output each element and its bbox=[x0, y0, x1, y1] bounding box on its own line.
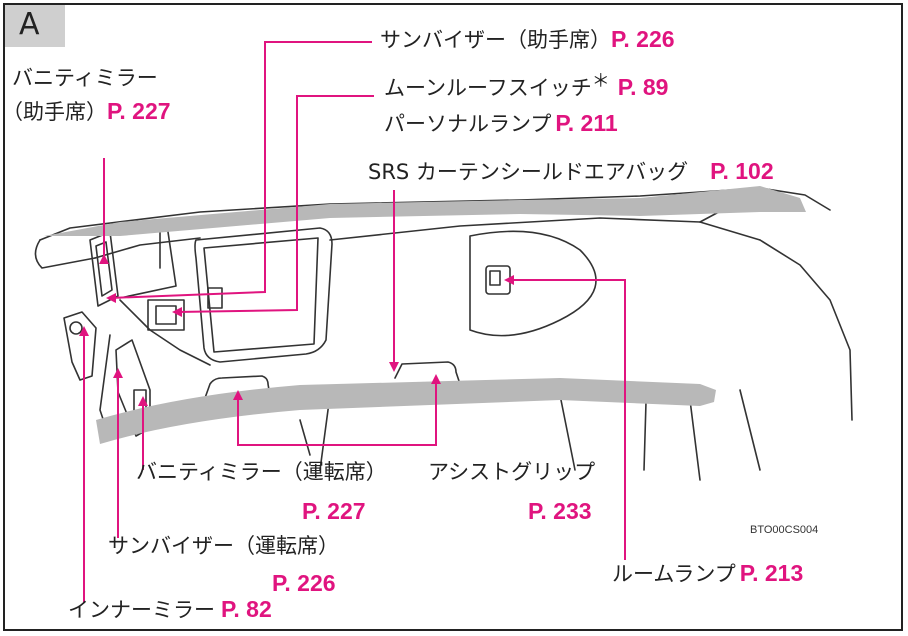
moonroof-asterisk: ＊ bbox=[591, 71, 610, 92]
moonroof-switch-page: P. 89 bbox=[617, 74, 669, 100]
sunvisor-driver-page: P. 226 bbox=[272, 570, 336, 596]
vanity-driver-page: P. 227 bbox=[302, 498, 366, 524]
assist-grip-label: アシストグリップ bbox=[428, 460, 596, 484]
room-lamp-page: P. 213 bbox=[739, 560, 804, 586]
inner-mirror-page: P. 82 bbox=[221, 596, 272, 622]
vanity-driver-label: バニティミラー（運転席） bbox=[136, 460, 387, 484]
vanity-passenger-page: P. 227 bbox=[107, 98, 171, 124]
personal-lamp-page: P. 211 bbox=[555, 110, 618, 136]
vanity-passenger-line2: （助手席）P. 227 bbox=[2, 98, 171, 124]
panel-letter-tag: A bbox=[5, 5, 65, 47]
sunvisor-driver-label: サンバイザー（運転席） bbox=[108, 534, 339, 558]
srs-curtain-page: P. 102 bbox=[710, 158, 774, 184]
image-code: BTO00CS004 bbox=[750, 524, 819, 536]
sunvisor-passenger-label: サンバイザー（助手席）P. 226 bbox=[380, 26, 675, 52]
sunvisor-passenger-page: P. 226 bbox=[611, 26, 675, 52]
assist-grip-page: P. 233 bbox=[528, 498, 592, 524]
moonroof-switch-label: ムーンルーフスイッチ＊P. 89 bbox=[384, 71, 669, 100]
panel-letter: A bbox=[19, 7, 40, 42]
vanity-passenger-line1: バニティミラー bbox=[12, 66, 158, 90]
diagram-frame bbox=[3, 3, 903, 631]
